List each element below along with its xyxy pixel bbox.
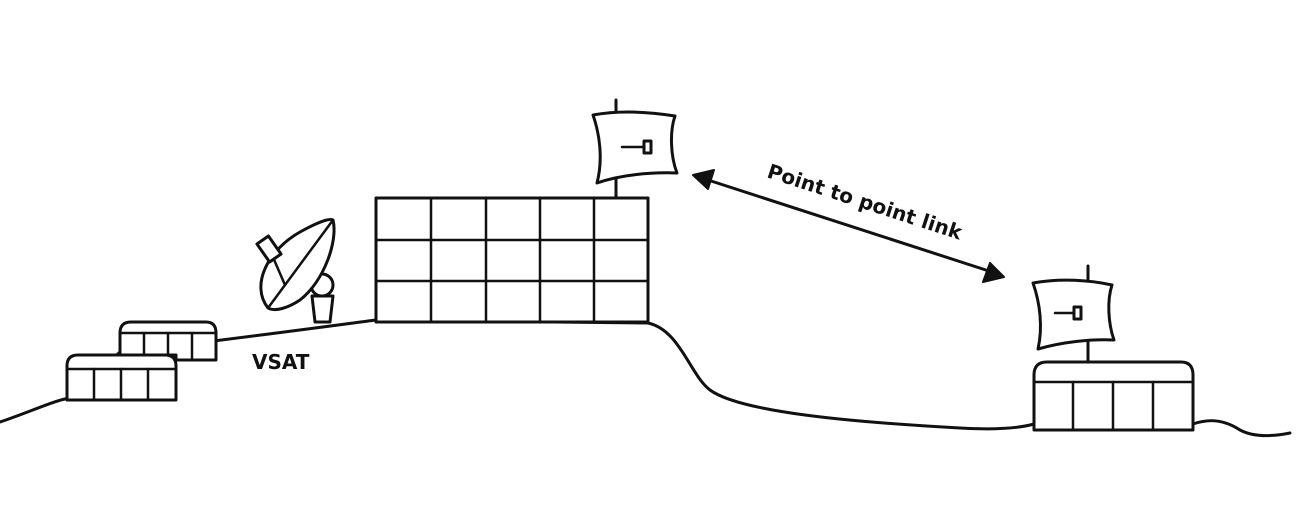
building-right	[1032, 360, 1195, 432]
vsat-label: VSAT	[252, 350, 310, 374]
sector-antenna-icon	[591, 98, 679, 200]
satellite-dish-icon	[255, 218, 336, 324]
sector-antenna-icon	[1031, 264, 1116, 364]
building-left-lower	[65, 353, 178, 402]
building-main	[374, 196, 650, 324]
building-left-upper	[118, 320, 218, 362]
double-arrow-icon	[692, 169, 1005, 283]
